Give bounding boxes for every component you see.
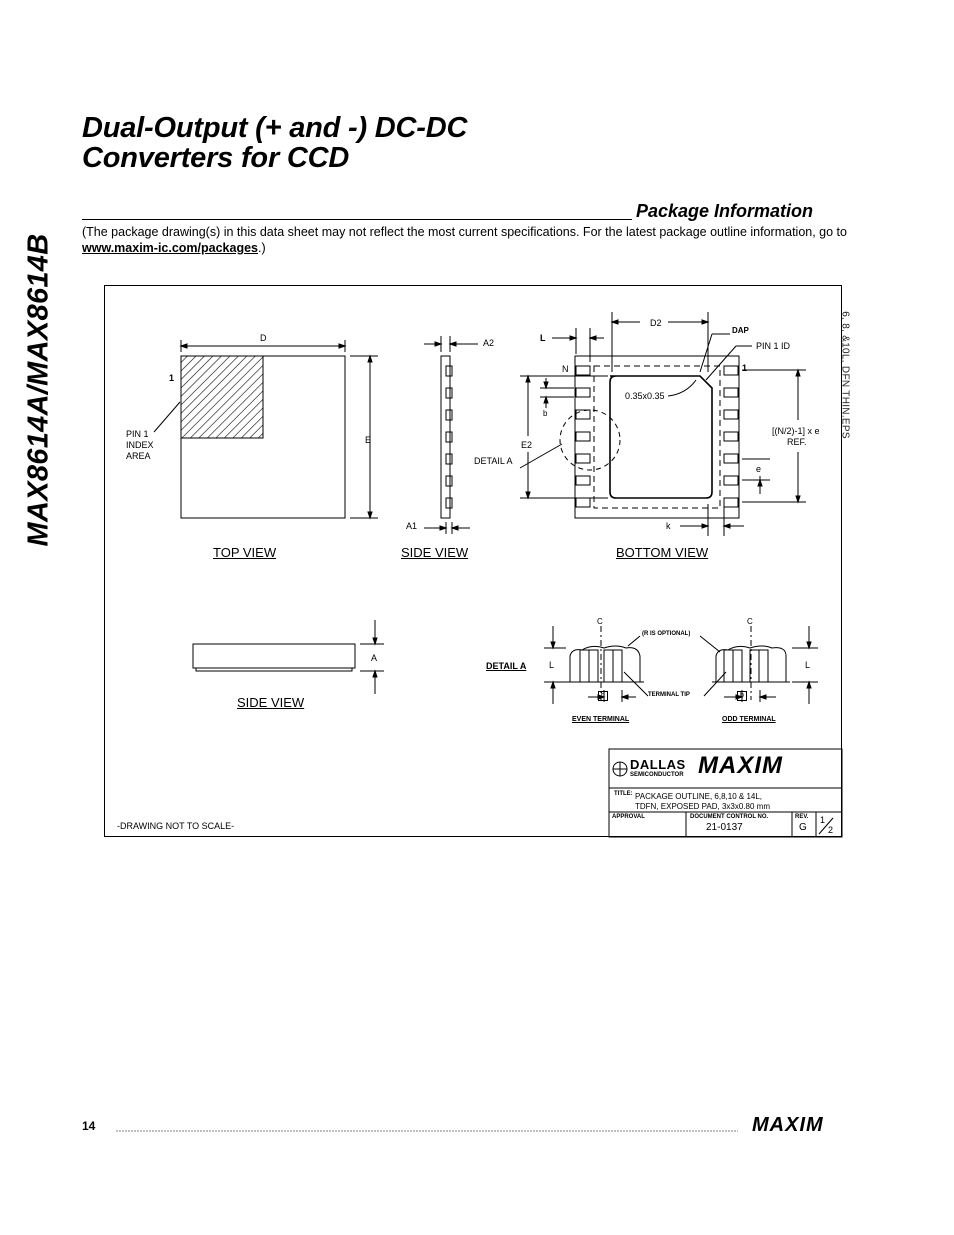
sheet-denominator: 2 [828,825,834,835]
label-pin1-l3: AREA [126,451,151,461]
label-d: D [260,333,267,343]
view-side: SIDE VIEW [401,545,469,560]
label-centerline-right: C [747,617,753,626]
detail-a-circle [559,409,621,471]
doc-number: 21-0137 [706,822,743,833]
label-pin1-l1: PIN 1 [126,429,149,439]
eps-filename: 6, 8, &10L, DFN THIN.EPS [815,290,875,460]
odd-terminal-outline [715,645,787,682]
label-terminal-tip: TERMINAL TIP [648,692,690,698]
bottom-right-pads [723,365,739,508]
bottom-left-pads [575,365,591,508]
label-dap: DAP [732,326,749,335]
section-rule [82,219,632,220]
label-b: b [543,409,548,418]
eps-filename-text: 6, 8, &10L, DFN THIN.EPS [839,311,851,439]
approval-label: APPROVAL [612,814,645,820]
label-n-ref-1: [(N/2)-1] x e [772,426,820,436]
even-terminal-outline [569,645,641,682]
package-drawing-frame [104,285,842,837]
label-n-ref-2: REF. [787,437,807,447]
label-odd-terminal: ODD TERMINAL [722,716,776,723]
view-top: TOP VIEW [213,545,277,560]
label-chamfer: 0.35x0.35 [625,391,665,401]
maxim-logo-footer: MAXIM [752,1114,824,1136]
label-a: A [371,653,378,663]
view-side-2: SIDE VIEW [237,695,305,710]
dallas-logo: DALLAS [630,757,686,772]
section-title: Package Information [636,201,814,221]
pin1-index-hatch [180,355,264,439]
label-b-even: b [598,691,608,701]
label-r-optional: (R IS OPTIONAL) [642,631,691,637]
title-label: TITLE: [614,791,633,797]
semiconductor-text: SEMICONDUCTOR [630,772,684,778]
intro-end: .) [258,241,266,255]
side-view-body [440,355,451,519]
packages-link[interactable]: www.maxim-ic.com/packages [82,241,259,255]
view-bottom: BOTTOM VIEW [616,545,709,560]
bottom-view-body [574,355,740,519]
maxim-logo-title-block: MAXIM [698,752,783,779]
title-line-2: Converters for CCD [82,142,350,174]
title-line-2-block: TDFN, EXPOSED PAD, 3x3x0.80 mm [635,802,770,811]
label-not-to-scale: -DRAWING NOT TO SCALE- [117,821,235,831]
intro-text: (The package drawing(s) in this data she… [82,225,847,239]
label-centerline-left: C [597,617,603,626]
label-e2: E2 [521,440,533,450]
label-pin1-bottom: 1 [742,363,748,373]
title-block [608,748,843,838]
label-n: N [562,364,569,374]
rev-label: REV. [795,814,809,820]
rev-value: G [799,822,807,833]
label-a1: A1 [406,521,418,531]
label-d2: D2 [650,318,662,328]
label-pin1-l2: INDEX [126,440,154,450]
title-line-1: Dual-Output (+ and -) DC-DC [82,112,468,144]
label-pin1-id: PIN 1 ID [756,341,791,351]
exposed-pad [609,375,713,499]
intro-paragraph: (The package drawing(s) in this data she… [82,224,862,256]
label-l-right: L [805,660,811,670]
label-even-terminal: EVEN TERMINAL [572,716,630,723]
label-detail-a-title: DETAIL A [486,661,527,671]
doc-control-label: DOCUMENT CONTROL NO. [690,814,769,820]
document-title: Dual-Output (+ and -) DC-DC Converters f… [82,113,467,173]
label-b-odd: b [737,691,747,701]
label-l-left: L [549,660,555,670]
label-k: k [666,521,671,531]
label-a2: A2 [483,338,495,348]
sheet-numerator: 1 [820,815,826,825]
side-view-2-body [192,643,356,669]
title-line-1-block: PACKAGE OUTLINE, 6,8,10 & 14L, [635,792,763,801]
label-e: E [365,435,372,445]
label-e-pitch: e [756,464,762,474]
label-l-top: L [540,333,546,343]
label-detail-a-ref: DETAIL A [474,456,513,466]
label-pin1-number: 1 [169,373,175,383]
page-number: 14 [82,1119,96,1133]
